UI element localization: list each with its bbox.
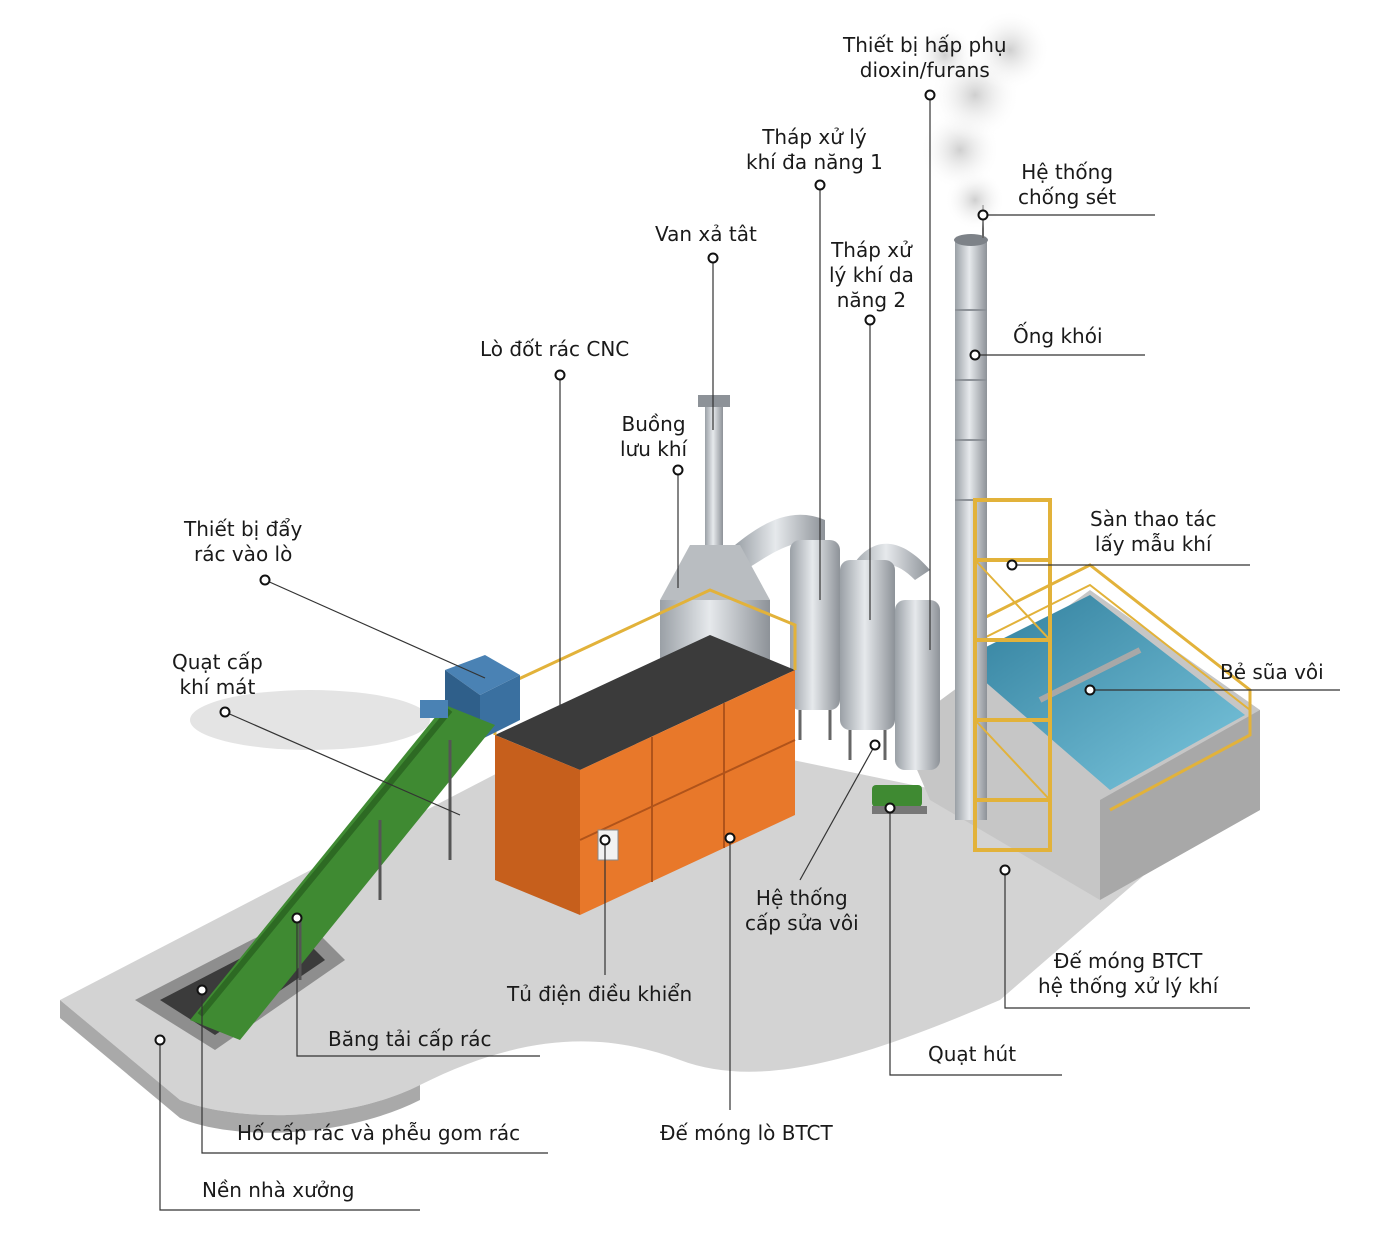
leader-dot-floor (154, 1034, 166, 1046)
label-lightning-rod: Hệ thống chống sét (1018, 160, 1117, 209)
label-treatment-foundation: Đế móng BTCT hệ thống xử lý khí (1038, 949, 1219, 998)
leader-dot-feedpit (196, 984, 208, 996)
label-incinerator: Lò đốt rác CNC (480, 337, 630, 361)
leader-line-pusher (264, 579, 486, 679)
label-chimney: Ống khói (1013, 324, 1103, 348)
leader-dot-lightning (977, 209, 989, 221)
leader-dot-limesupply (869, 739, 881, 751)
label-waste-conveyor: Băng tải cấp rác (328, 1027, 492, 1051)
leader-lines (159, 95, 1340, 1211)
vent-stack-and-gas-chamber (660, 395, 770, 660)
leader-dot-limetank (1084, 684, 1096, 696)
leader-line-coolingfan (224, 711, 461, 816)
leader-line-exhaust (889, 808, 1062, 1076)
leader-dot-gaschamber (672, 464, 684, 476)
leader-dots (154, 89, 1096, 1046)
leader-dot-treatfound (999, 864, 1011, 876)
label-factory-floor: Nền nhà xưởng (202, 1178, 355, 1202)
label-scrubber-2: Tháp xử lý khí da năng 2 (829, 238, 914, 312)
leader-dot-coolingfan (219, 706, 231, 718)
leader-dot-pusher (259, 574, 271, 586)
leader-dot-platform (1006, 559, 1018, 571)
leader-dot-conveyor (291, 912, 303, 924)
chimney (954, 205, 988, 820)
label-feed-pit: Hố cấp rác và phễu gom rác (237, 1121, 521, 1145)
leader-line-feedpit (201, 990, 548, 1154)
label-gas-chamber: Buồng lưu khí (620, 412, 688, 461)
exhaust-fan-unit (872, 785, 927, 814)
label-control-panel: Tủ điện điều khiển (507, 982, 693, 1006)
leader-dot-exhaust (884, 802, 896, 814)
label-furnace-foundation: Đế móng lò BTCT (660, 1121, 833, 1145)
label-cooling-fan: Quạt cấp khí mát (172, 650, 263, 699)
leader-dot-furnfound (724, 832, 736, 844)
label-vent-valve: Van xả tât (655, 222, 757, 246)
leader-dot-chimney (969, 349, 981, 361)
label-dioxin-adsorber: Thiết bị hấp phụ dioxin/furans (843, 33, 1007, 82)
treatment-foundation-and-lime-tank (900, 563, 1260, 900)
leader-line-treatfound (1004, 870, 1250, 1009)
waste-conveyor-belt (190, 700, 495, 1040)
label-exhaust-fan: Quạt hút (928, 1042, 1017, 1066)
leader-dot-scrubber2 (864, 314, 876, 326)
leader-dot-vent (707, 252, 719, 264)
label-sampling-platform: Sàn thao tác lấy mẫu khí (1090, 507, 1217, 556)
leader-line-limesupply (799, 744, 876, 881)
label-lime-supply: Hệ thống cấp sửa vôi (745, 886, 859, 935)
label-scrubber-1: Tháp xử lý khí đa năng 1 (746, 125, 883, 174)
label-lime-tank: Bẻ sũa vôi (1220, 660, 1324, 684)
leader-dot-scrubber1 (814, 179, 826, 191)
ground-shadow (190, 690, 430, 750)
incinerator-body (493, 588, 797, 915)
leader-dot-incinerator (554, 369, 566, 381)
label-waste-pusher: Thiết bị đẩy rác vào lò (184, 517, 303, 566)
leader-dot-dioxin (924, 89, 936, 101)
sampling-platform-structure (973, 498, 1052, 852)
leader-line-floor (159, 1040, 420, 1211)
leader-dot-control (599, 834, 611, 846)
scrubber-towers (790, 540, 940, 770)
leader-line-conveyor (296, 918, 540, 1057)
